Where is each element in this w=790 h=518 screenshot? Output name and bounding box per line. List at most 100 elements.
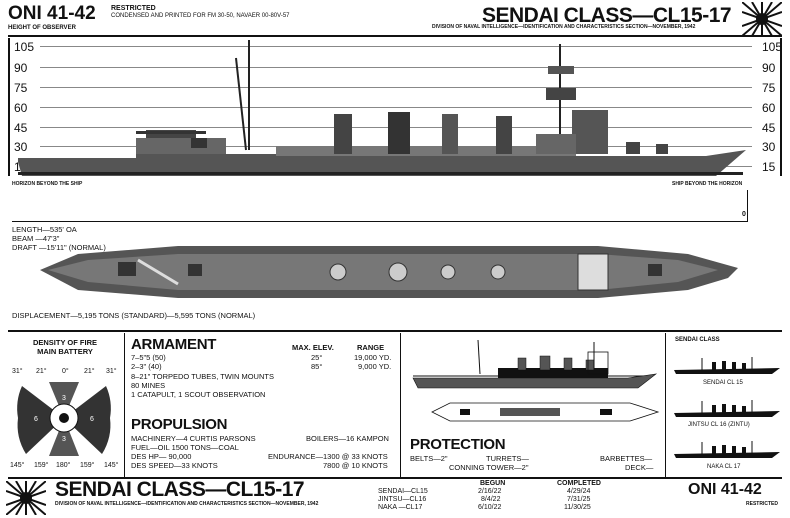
density-title-line2: MAIN BATTERY bbox=[37, 347, 93, 356]
density-count-left: 6 bbox=[34, 416, 38, 423]
footer-completed-label: COMPLETED bbox=[557, 480, 601, 487]
footer-ship-1-begun: 2/16/22 bbox=[478, 488, 502, 495]
footer-title: SENDAI CLASS—CL15-17 bbox=[55, 478, 305, 501]
footer-restricted: RESTRICTED bbox=[746, 501, 778, 507]
density-count-right: 6 bbox=[90, 416, 94, 423]
length-text: LENGTH—535' OA bbox=[12, 225, 77, 234]
height-tick-30: 30 bbox=[14, 140, 28, 154]
footer-rule bbox=[8, 477, 782, 479]
protection-belts: BELTS—2" bbox=[410, 454, 448, 463]
sendai-silhouette bbox=[674, 357, 780, 374]
protection-turrets: TURRETS— bbox=[486, 454, 529, 463]
footer-ship-3-completed: 11/30/25 bbox=[564, 504, 591, 511]
footer-ship-2-name: JINTSU—CL16 bbox=[378, 496, 427, 503]
profile-panel bbox=[8, 38, 782, 178]
armament-row-2-elev: 85° bbox=[311, 362, 323, 371]
armament-mines-line: 80 MINES bbox=[131, 381, 166, 390]
footer-ship-1-name: SENDAI—CL15 bbox=[378, 488, 428, 495]
scale-zero-label: 0 bbox=[742, 211, 746, 218]
height-tick-60-right: 60 bbox=[762, 101, 776, 115]
propulsion-fuel: FUEL—OIL 1500 TONS—COAL bbox=[131, 443, 239, 452]
height-tick-75-right: 75 bbox=[762, 81, 776, 95]
density-divider bbox=[124, 333, 125, 477]
silhouette-label-jintsu: JINTSU CL 16 (ZINTU) bbox=[688, 422, 750, 428]
propulsion-boilers: BOILERS—16 KAMPON bbox=[306, 434, 389, 443]
height-tick-105-right: 105 bbox=[762, 40, 783, 54]
protection-title: PROTECTION bbox=[410, 436, 506, 453]
angle-top-1: 31° bbox=[12, 368, 23, 375]
footer-ship-2-begun: 8/4/22 bbox=[481, 496, 501, 503]
footer-division: DIVISION OF NAVAL INTELLIGENCE—IDENTIFIC… bbox=[55, 501, 319, 507]
propulsion-title: PROPULSION bbox=[131, 416, 228, 433]
footer-ship-3-begun: 6/10/22 bbox=[478, 504, 502, 511]
jintsu-silhouette bbox=[674, 400, 780, 417]
rising-sun-flag-icon-footer bbox=[6, 481, 46, 515]
silhouette-divider bbox=[665, 333, 666, 477]
ship-beyond-horizon-label: SHIP BEYOND THE HORIZON bbox=[672, 181, 743, 187]
dimensions-block: LENGTH—535' OA BEAM —47'3" DRAFT —15'11"… bbox=[12, 225, 106, 252]
angle-top-2: 21° bbox=[36, 368, 47, 375]
propulsion-machinery: MACHINERY—4 CURTIS PARSONS bbox=[131, 434, 256, 443]
armament-col-range: RANGE bbox=[357, 343, 385, 352]
ship-profile-illustration bbox=[18, 40, 746, 176]
footer-ship-2-completed: 7/31/25 bbox=[567, 496, 591, 503]
header-code: ONI 41-42 bbox=[8, 3, 96, 24]
angle-bottom-4: 159° bbox=[80, 462, 95, 469]
header-title: SENDAI CLASS—CL15-17 bbox=[482, 4, 732, 27]
armament-row-1-item: 7–5"5 (50) bbox=[131, 353, 166, 362]
density-of-fire-diagram: 3 3 6 6 bbox=[17, 382, 111, 456]
armament-row-2-range: 9,000 YD. bbox=[358, 362, 392, 371]
height-tick-90-right: 90 bbox=[762, 61, 776, 75]
footer-code: ONI 41-42 bbox=[688, 481, 762, 498]
armament-title: ARMAMENT bbox=[131, 336, 217, 353]
beam-text: BEAM —47'3" bbox=[12, 234, 60, 243]
height-observer-label: HEIGHT OF OBSERVER bbox=[8, 25, 76, 31]
angle-top-5: 31° bbox=[106, 368, 117, 375]
horizon-beyond-ship-label: HORIZON BEYOND THE SHIP bbox=[12, 181, 83, 187]
armament-torpedo-line: 8–21" TORPEDO TUBES, TWIN MOUNTS bbox=[131, 372, 274, 381]
ship-plan-small-illustration bbox=[431, 402, 660, 422]
angle-bottom-5: 145° bbox=[104, 462, 119, 469]
propulsion-endurance: ENDURANCE—1300 @ 33 KNOTS bbox=[268, 452, 388, 461]
draft-text: DRAFT —15'11" (NORMAL) bbox=[12, 243, 106, 252]
armament-row-2-item: 2–3" (40) bbox=[131, 362, 162, 371]
protection-deck: DECK— bbox=[625, 463, 654, 472]
header-condensed: CONDENSED AND PRINTED FOR FM 30-50, NAVA… bbox=[111, 13, 290, 19]
angle-bottom-1: 145° bbox=[10, 462, 25, 469]
density-title: DENSITY OF FIRE MAIN BATTERY bbox=[10, 338, 120, 356]
armament-row-1-range: 19,000 YD. bbox=[354, 353, 392, 362]
armament-row-1-elev: 25° bbox=[311, 353, 323, 362]
ship-side-small-illustration bbox=[412, 339, 658, 389]
protection-barbettes: BARBETTES— bbox=[600, 454, 653, 463]
scale-bar bbox=[12, 221, 748, 222]
height-tick-75: 75 bbox=[14, 81, 28, 95]
angle-top-3: 0° bbox=[62, 368, 69, 375]
displacement-text: DISPLACEMENT—5,195 TONS (STANDARD)—5,595… bbox=[12, 311, 256, 320]
height-tick-60: 60 bbox=[14, 101, 28, 115]
angle-top-4: 21° bbox=[84, 368, 95, 375]
footer-begun-label: BEGUN bbox=[480, 480, 506, 487]
density-count-bottom: 3 bbox=[62, 436, 66, 443]
protection-conning-tower: CONNING TOWER—2" bbox=[449, 463, 529, 472]
header-restricted: RESTRICTED bbox=[111, 5, 156, 12]
angle-bottom-2: 159° bbox=[34, 462, 49, 469]
height-tick-15-right: 15 bbox=[762, 160, 776, 174]
specs-divider bbox=[400, 333, 401, 477]
height-tick-30-right: 30 bbox=[762, 140, 776, 154]
propulsion-des-speed: DES SPEED—33 KNOTS bbox=[131, 461, 218, 470]
ship-plan-illustration bbox=[40, 246, 738, 298]
footer-ship-1-completed: 4/29/24 bbox=[567, 488, 591, 495]
propulsion-des-hp: DES HP— 90,000 bbox=[131, 452, 192, 461]
density-count-top: 3 bbox=[62, 395, 66, 402]
mid-rule bbox=[8, 330, 782, 332]
armament-col-elev: MAX. ELEV. bbox=[292, 343, 334, 352]
silhouette-label-sendai: SENDAI CL 15 bbox=[703, 380, 743, 386]
angle-bottom-3: 180° bbox=[56, 462, 71, 469]
scale-bar-end bbox=[747, 190, 748, 222]
height-tick-90: 90 bbox=[14, 61, 28, 75]
header-division: DIVISION OF NAVAL INTELLIGENCE—IDENTIFIC… bbox=[432, 24, 696, 30]
armament-catapult-line: 1 CATAPULT, 1 SCOUT OBSERVATION bbox=[131, 390, 266, 399]
propulsion-endurance-2: 7800 @ 10 KNOTS bbox=[323, 461, 388, 470]
rising-sun-flag-icon bbox=[742, 2, 782, 36]
height-tick-45: 45 bbox=[14, 121, 28, 135]
